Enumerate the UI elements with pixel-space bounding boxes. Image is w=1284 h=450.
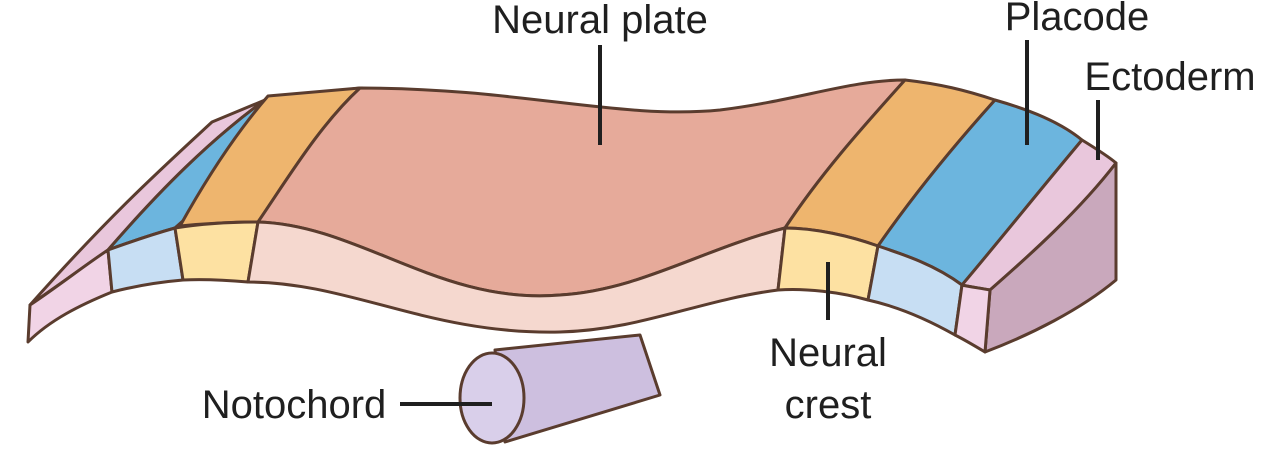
label-neural-crest-line1: Neural [769,331,887,375]
notochord-end [460,353,524,443]
label-ectoderm: Ectoderm [1084,55,1255,99]
front-ectoderm-right [955,285,990,352]
notochord [460,335,660,443]
front-crest-left [175,222,258,282]
label-placode: Placode [1005,0,1150,39]
label-neural-plate: Neural plate [492,0,708,42]
label-notochord: Notochord [202,383,387,427]
label-neural-crest-line2: crest [785,383,872,427]
